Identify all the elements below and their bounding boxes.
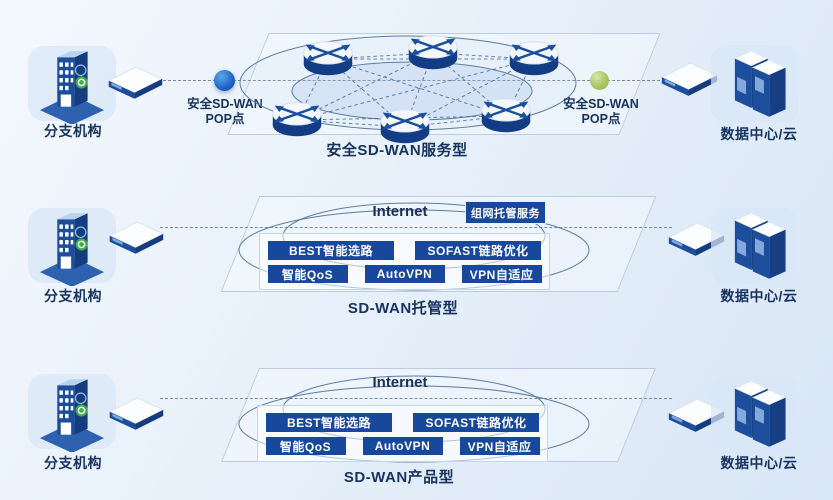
tier2-title: SD-WAN托管型 [347,300,459,317]
managed-service-badge: 组网托管服务 [465,201,546,224]
tier2-backbone-dashed-line [160,227,672,228]
tier1-title: 安全SD-WAN服务型 [326,142,468,159]
server-stack-icon [733,380,787,447]
feature-sofast-optimization: SOFAST链路优化 [413,413,539,432]
pop-left-line2: POP点 [205,112,245,126]
tier1-branch-label: 分支机构 [44,123,102,139]
server-stack-icon [733,50,787,117]
feature-best-routing: BEST智能选路 [268,241,394,260]
building-icon [39,51,105,124]
building-icon [39,379,105,452]
tier3-feature-row1: BEST智能选路 SOFAST链路优化 [258,413,547,432]
server-stack-icon [733,212,787,279]
tier2-feature-row2: 智能QoS AutoVPN VPN自适应 [260,265,549,283]
pop-dot-blue [214,70,235,91]
tier2-datacenter-label: 数据中心/云 [720,288,798,304]
tier1-pop-left-label: 安全SD-WAN POP点 [167,97,283,127]
tier1-pop-right-label: 安全SD-WAN POP点 [543,97,659,127]
feature-smart-qos: 智能QoS [265,437,346,455]
cpe-router-icon [108,397,165,430]
feature-vpn-adaptive: VPN自适应 [459,437,540,455]
cpe-router-icon [660,62,719,96]
tier3-title: SD-WAN产品型 [343,469,455,486]
feature-autovpn: AutoVPN [364,265,445,283]
tier3-branch-label: 分支机构 [44,455,102,471]
cpe-router-icon [107,66,164,99]
tier3-feature-row2: 智能QoS AutoVPN VPN自适应 [258,437,547,455]
mesh-router-icon [481,98,531,133]
mesh-router-icon [408,35,458,70]
tier1-backbone-dashed-line [163,80,670,81]
tier2-feature-panel: BEST智能选路 SOFAST链路优化 智能QoS AutoVPN VPN自适应 [259,233,550,290]
tier2-internet-label: Internet [372,203,428,220]
feature-smart-qos: 智能QoS [267,265,348,283]
feature-vpn-adaptive: VPN自适应 [461,265,542,283]
pop-right-line2: POP点 [581,112,621,126]
tier3-feature-panel: BEST智能选路 SOFAST链路优化 智能QoS AutoVPN VPN自适应 [257,405,548,462]
tier3-backbone-dashed-line [160,398,672,399]
pop-dot-green [590,71,609,90]
mesh-router-icon [303,41,353,76]
tier3-datacenter-label: 数据中心/云 [720,455,798,471]
feature-best-routing: BEST智能选路 [266,413,392,432]
mesh-router-icon [272,102,322,137]
tier1-datacenter-label: 数据中心/云 [720,126,798,142]
feature-sofast-optimization: SOFAST链路优化 [415,241,541,260]
building-icon [39,213,105,286]
tier2-branch-label: 分支机构 [44,288,102,304]
cpe-router-icon [108,221,165,254]
feature-autovpn: AutoVPN [362,437,443,455]
mesh-router-icon [509,41,559,76]
pop-right-line1: 安全SD-WAN [563,97,639,111]
tier3-internet-label: Internet [372,374,428,391]
pop-left-line1: 安全SD-WAN [187,97,263,111]
mesh-router-icon [380,109,430,144]
tier2-feature-row1: BEST智能选路 SOFAST链路优化 [260,241,549,260]
